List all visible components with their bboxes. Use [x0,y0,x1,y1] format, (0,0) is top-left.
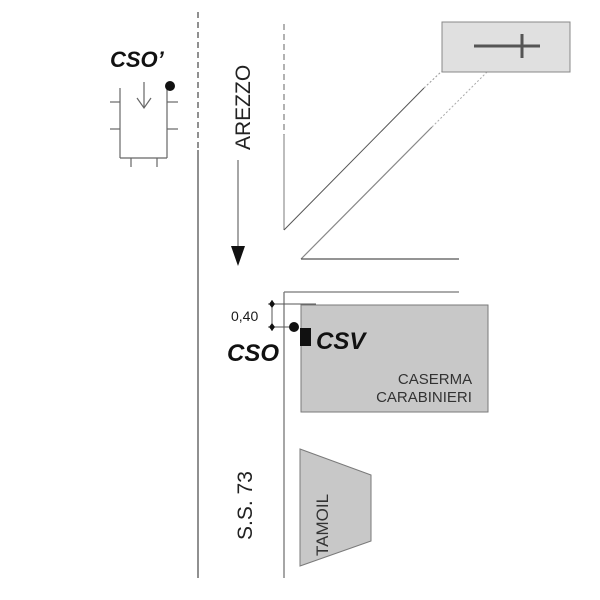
side-road-edge-lower [300,126,433,260]
csv-marker [300,328,311,346]
csv-label: CSV [316,328,367,355]
cso-dot [289,322,299,332]
direction-arrow-icon [231,246,245,266]
ss73-label: S.S. 73 [234,471,257,540]
side-road-edge-upper-dotted [423,70,443,89]
cso-prime-symbol [110,88,178,167]
cso-prime-label: CSO’ [110,47,165,72]
dimension-label: 0,40 [231,308,258,324]
caserma-label-line2: CARABINIERI [376,389,472,406]
cso-prime-dot [165,81,175,91]
dimension-tick-bottom [269,323,275,331]
caserma-carabinieri-building [300,304,489,413]
arrow-down-icon [136,82,152,110]
side-road-edge-upper [283,87,425,231]
tamoil-station [299,448,372,567]
cso-label: CSO [227,340,279,367]
arezzo-label: AREZZO [232,65,255,150]
tamoil-label: TAMOIL [313,494,332,556]
side-road-edge-lower-dotted [431,71,488,128]
dimension-tick-top [269,300,275,308]
caserma-label-line1: CASERMA [398,371,472,388]
